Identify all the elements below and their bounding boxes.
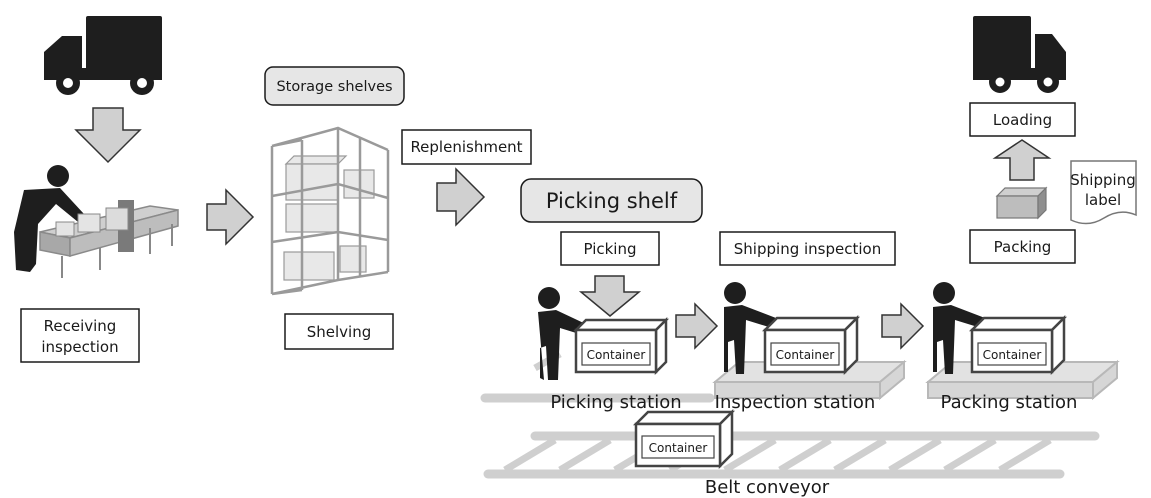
storage-shelves-label: Storage shelves <box>264 66 405 106</box>
picking-label: Picking <box>560 231 660 266</box>
shipping-label-paper: Shipping label <box>1070 160 1137 225</box>
svg-text:Storage shelves: Storage shelves <box>276 79 392 95</box>
up-arrow-icon <box>992 139 1052 181</box>
container-icon: Container <box>968 314 1068 376</box>
box-icon <box>995 186 1048 220</box>
container-icon: Container <box>632 408 736 470</box>
svg-text:label: label <box>1085 191 1121 209</box>
svg-text:Container: Container <box>983 348 1042 362</box>
storage-rack-icon <box>270 126 390 296</box>
svg-text:Loading: Loading <box>993 111 1052 129</box>
svg-text:Picking shelf: Picking shelf <box>546 189 678 213</box>
packing-station-label: Packing station <box>941 392 1078 413</box>
shelving-label: Shelving <box>284 313 394 350</box>
right-arrow-icon <box>206 188 255 246</box>
svg-text:Receiving: Receiving <box>44 317 117 335</box>
svg-text:Shipping: Shipping <box>1070 171 1135 189</box>
belt-conveyor-label: Belt conveyor <box>705 477 830 498</box>
container-icon: Container <box>572 316 670 376</box>
picking-shelf-label: Picking shelf <box>520 178 703 223</box>
right-arrow-icon <box>436 167 486 227</box>
inspector-person-icon <box>724 282 776 374</box>
inspection-station-label: Inspection station <box>715 392 876 413</box>
packer-person-icon <box>933 282 985 374</box>
receiving-inspection-label: Receiving inspection <box>20 308 140 363</box>
svg-text:inspection: inspection <box>41 338 118 356</box>
right-arrow-icon <box>675 302 719 350</box>
svg-text:Container: Container <box>776 348 835 362</box>
svg-text:Shipping inspection: Shipping inspection <box>734 240 881 258</box>
svg-text:Picking: Picking <box>583 240 636 258</box>
receiving-inspection-scene <box>14 165 179 278</box>
picking-station-label: Picking station <box>550 392 681 413</box>
packing-label: Packing <box>969 229 1076 264</box>
svg-text:Container: Container <box>649 441 708 455</box>
down-arrow-icon <box>578 275 642 317</box>
svg-text:Container: Container <box>587 348 646 362</box>
replenishment-label: Replenishment <box>401 129 532 165</box>
container-icon: Container <box>761 314 861 376</box>
loading-label: Loading <box>969 102 1076 137</box>
shipping-truck-icon <box>973 16 1066 93</box>
svg-text:Packing: Packing <box>994 238 1052 256</box>
shipping-inspection-label: Shipping inspection <box>719 231 896 266</box>
worker-person-icon <box>14 165 84 272</box>
svg-text:Shelving: Shelving <box>307 323 372 341</box>
right-arrow-icon <box>881 302 925 350</box>
belt-conveyor <box>483 431 1100 479</box>
receiving-truck-icon <box>44 16 162 95</box>
down-arrow-icon <box>74 107 142 164</box>
svg-text:Replenishment: Replenishment <box>410 138 522 156</box>
